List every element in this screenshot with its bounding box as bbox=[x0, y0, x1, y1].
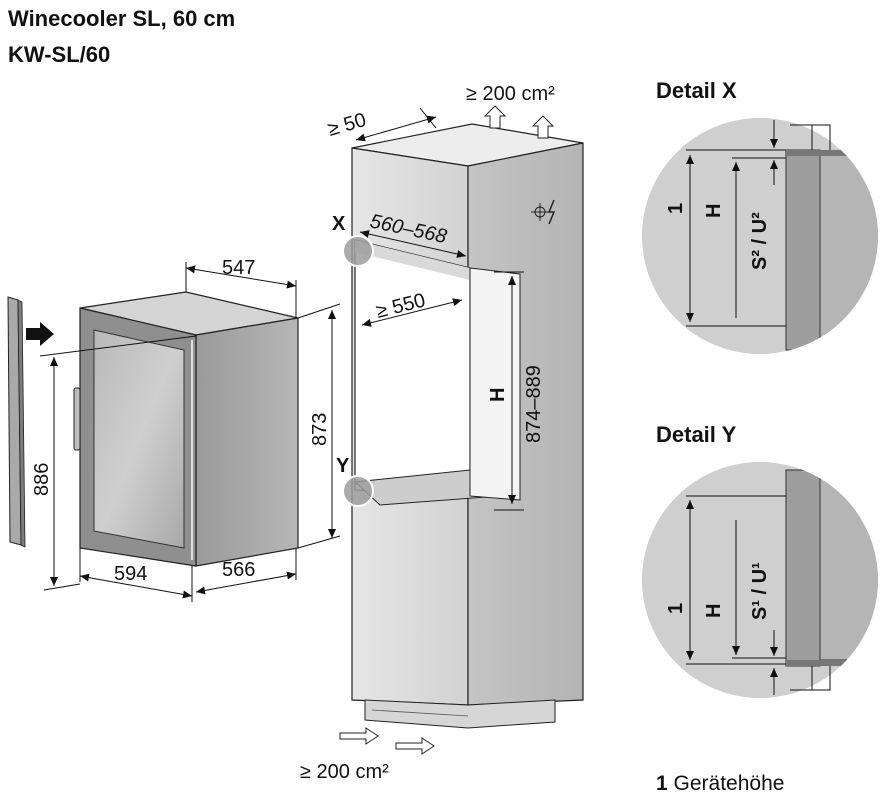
vent-bottom-label: ≥ 200 cm² bbox=[300, 761, 389, 783]
door-glass bbox=[93, 329, 185, 549]
niche-opening bbox=[354, 239, 471, 497]
legend-text: Gerätehöhe bbox=[673, 772, 785, 795]
cabinet-plinth bbox=[364, 699, 556, 729]
legend: 1 Gerätehöhe bbox=[656, 772, 784, 796]
door-height-label: 886 bbox=[31, 463, 53, 496]
product-title: Winecooler SL, 60 cm bbox=[8, 6, 236, 31]
door-handle bbox=[73, 387, 81, 451]
marker-x-circle bbox=[342, 235, 374, 267]
unit-depth-total-label: 566 bbox=[222, 559, 255, 581]
unit-side bbox=[195, 317, 299, 567]
detail-y bbox=[642, 462, 878, 698]
marker-x-label: X bbox=[332, 213, 346, 235]
ventilation-bottom-arrows bbox=[339, 727, 435, 755]
insert-arrow-icon bbox=[26, 322, 54, 346]
detail-x-heading: Detail X bbox=[656, 78, 737, 103]
marker-y-circle bbox=[342, 475, 374, 507]
unit-width-label: 594 bbox=[114, 563, 147, 585]
detail-y-h-label: H bbox=[703, 604, 725, 618]
electrical-connection-icon bbox=[531, 199, 556, 225]
detail-x-h-label: H bbox=[703, 204, 725, 218]
detail-y-s-label: S¹ / U¹ bbox=[749, 562, 771, 620]
marker-y-label: Y bbox=[336, 455, 350, 477]
detail-y-device-label: 1 bbox=[665, 603, 687, 614]
vent-top-label: ≥ 200 cm² bbox=[466, 83, 555, 105]
product-model: KW-SL/60 bbox=[8, 42, 111, 67]
detail-x-s-label: S² / U² bbox=[749, 212, 771, 270]
unit-depth-label: 547 bbox=[222, 257, 255, 279]
legend-number: 1 bbox=[656, 772, 668, 795]
unit-height-label: 873 bbox=[309, 413, 331, 446]
ventilation-top-arrows bbox=[483, 105, 555, 139]
niche-height-symbol: H bbox=[487, 388, 509, 402]
decor-panel bbox=[7, 296, 26, 548]
detail-y-heading: Detail Y bbox=[656, 422, 737, 447]
winecooler-unit bbox=[73, 291, 299, 567]
niche-height-label: 874–889 bbox=[523, 365, 545, 443]
dimension-lines bbox=[39, 107, 524, 602]
back-gap-label: ≥ 50 bbox=[325, 109, 368, 141]
detail-x bbox=[642, 118, 878, 354]
detail-x-device-label: 1 bbox=[665, 203, 687, 214]
